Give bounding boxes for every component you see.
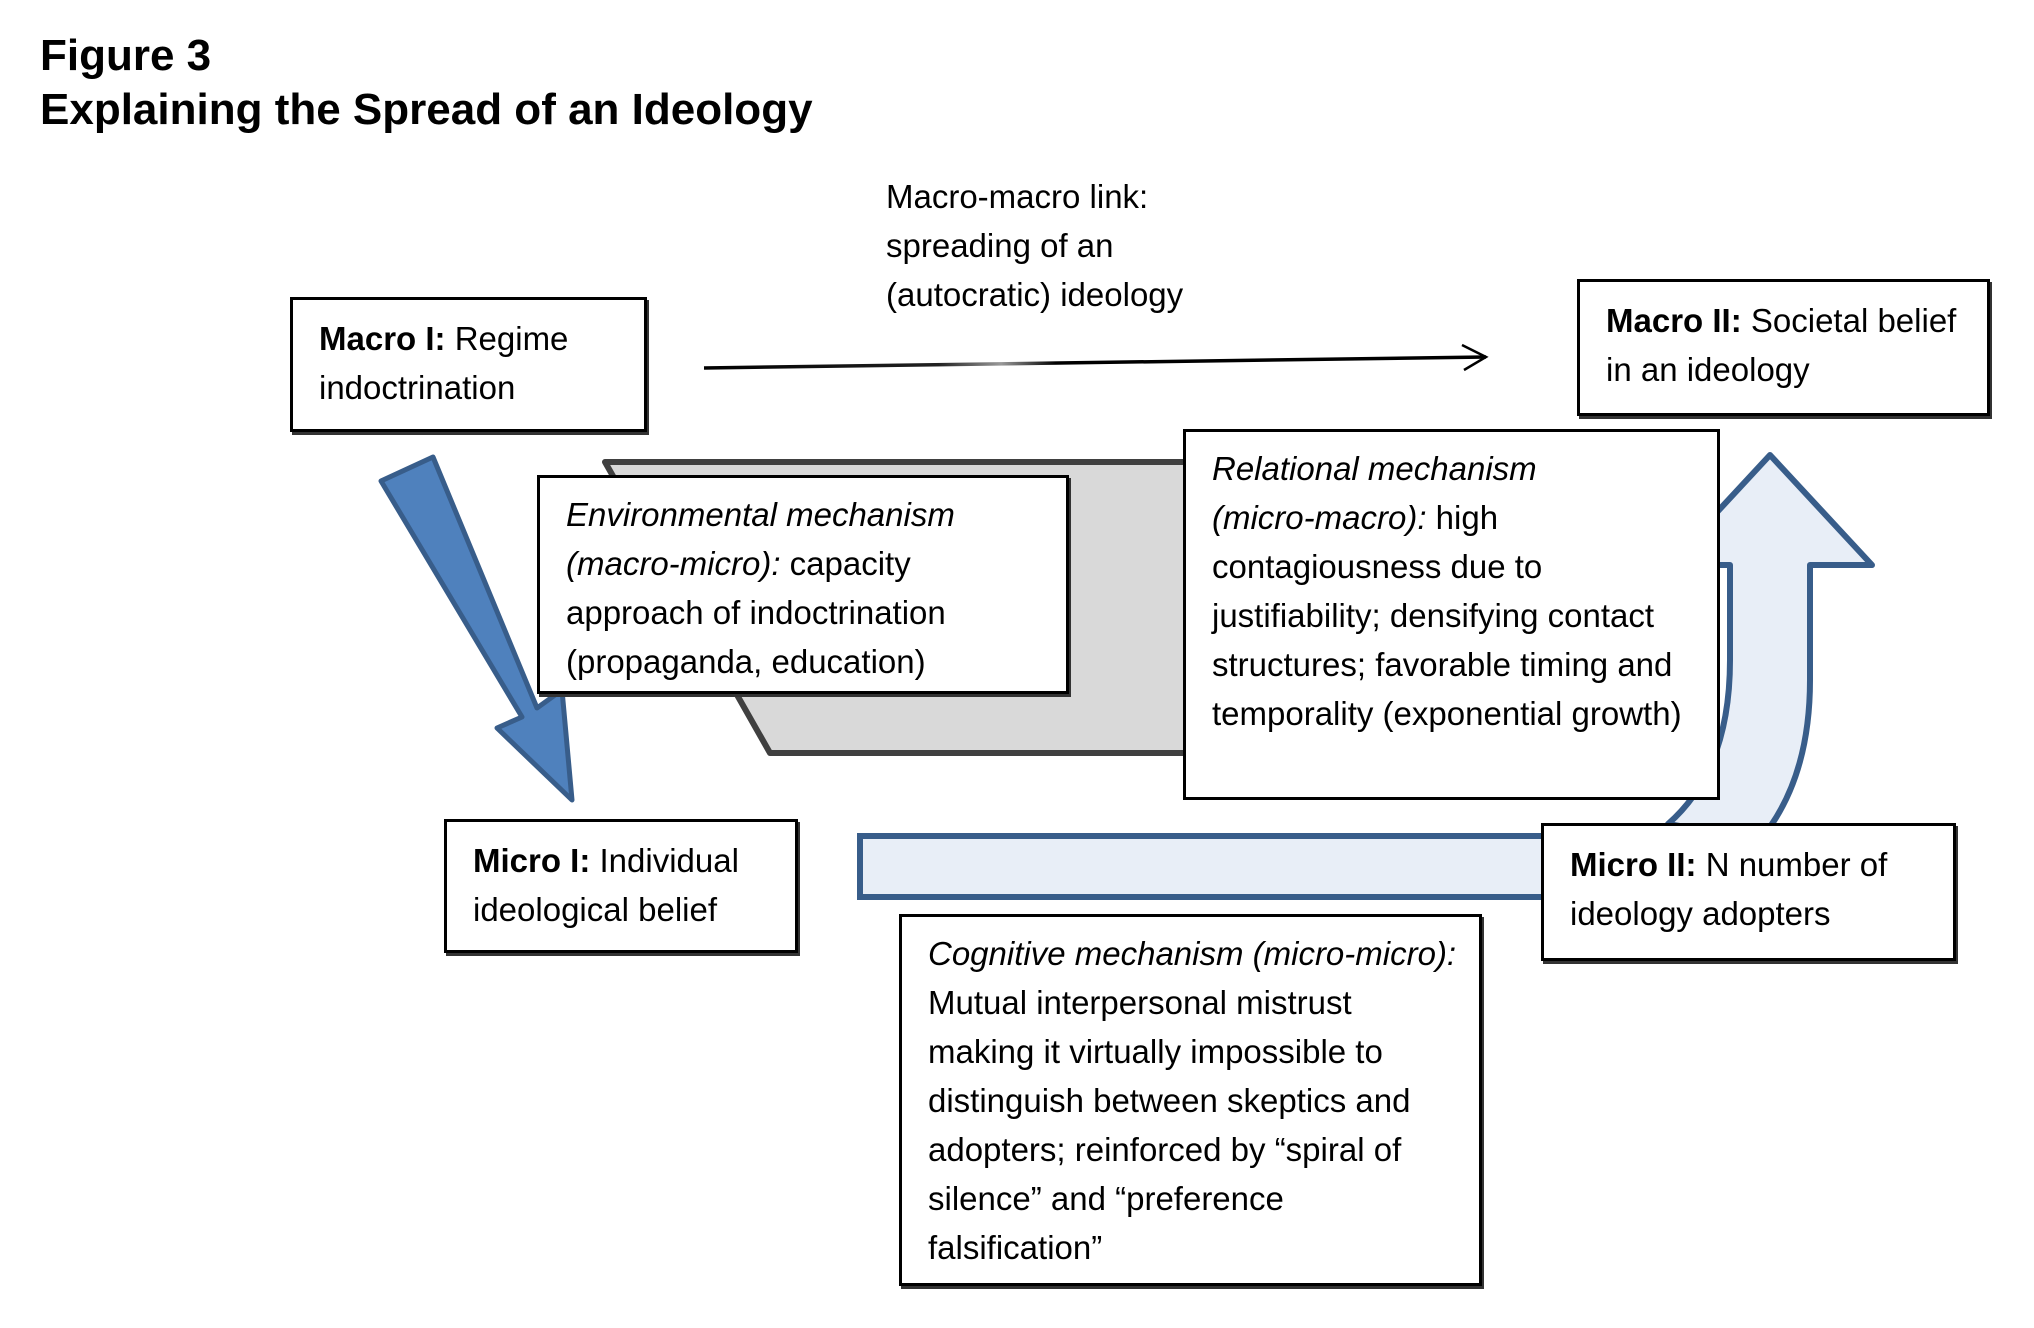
micro2-text: N number of ideology adopters — [1570, 846, 1888, 932]
cognitive-text: Mutual interpersonal mistrust making it … — [928, 984, 1411, 1266]
figure-title: Explaining the Spread of an Ideology — [40, 85, 813, 134]
macro-macro-label: Macro-macro link: spreading of an (autoc… — [886, 172, 1183, 319]
relational-qualifier: (micro-macro): — [1212, 499, 1427, 536]
environmental-title: Environmental mechanism — [566, 496, 955, 533]
micro-micro-band — [857, 833, 1563, 900]
macro2-label: Macro II: — [1606, 302, 1742, 339]
macro2-text: Societal belief in an ideology — [1606, 302, 1957, 388]
macro1-node: Macro I: Regime indoctrination — [290, 297, 647, 432]
macro1-label: Macro I: — [319, 320, 446, 357]
micro1-text: Individual ideological belief — [473, 842, 739, 928]
macro2-node: Macro II: Societal belief in an ideology — [1577, 279, 1990, 416]
macro1-text: Regime indoctrination — [319, 320, 569, 406]
macro-macro-line: spreading of an — [886, 227, 1114, 264]
macro-macro-line: (autocratic) ideology — [886, 276, 1184, 313]
relational-mechanism-box: Relational mechanism (micro-macro): high… — [1183, 429, 1720, 800]
micro1-label: Micro I: — [473, 842, 591, 879]
relational-title: Relational mechanism — [1212, 450, 1537, 487]
cognitive-title: Cognitive mechanism (micro-micro): — [928, 935, 1457, 972]
environmental-mechanism-box: Environmental mechanism (macro-micro): c… — [537, 475, 1069, 694]
micro2-node: Micro II: N number of ideology adopters — [1541, 823, 1956, 961]
micro1-node: Micro I: Individual ideological belief — [444, 819, 798, 953]
environmental-text: capacity approach of indoctrination (pro… — [566, 545, 946, 680]
figure-number: Figure 3 — [40, 31, 212, 80]
macro-macro-line: Macro-macro link: — [886, 178, 1149, 215]
down-arrow-icon — [378, 454, 575, 803]
relational-text: high contagiousness due to justifiabilit… — [1212, 499, 1682, 732]
cognitive-mechanism-box: Cognitive mechanism (micro-micro): Mutua… — [899, 914, 1482, 1286]
micro2-label: Micro II: — [1570, 846, 1697, 883]
environmental-qualifier: (macro-micro): — [566, 545, 781, 582]
macro-macro-arrow — [703, 343, 1489, 372]
